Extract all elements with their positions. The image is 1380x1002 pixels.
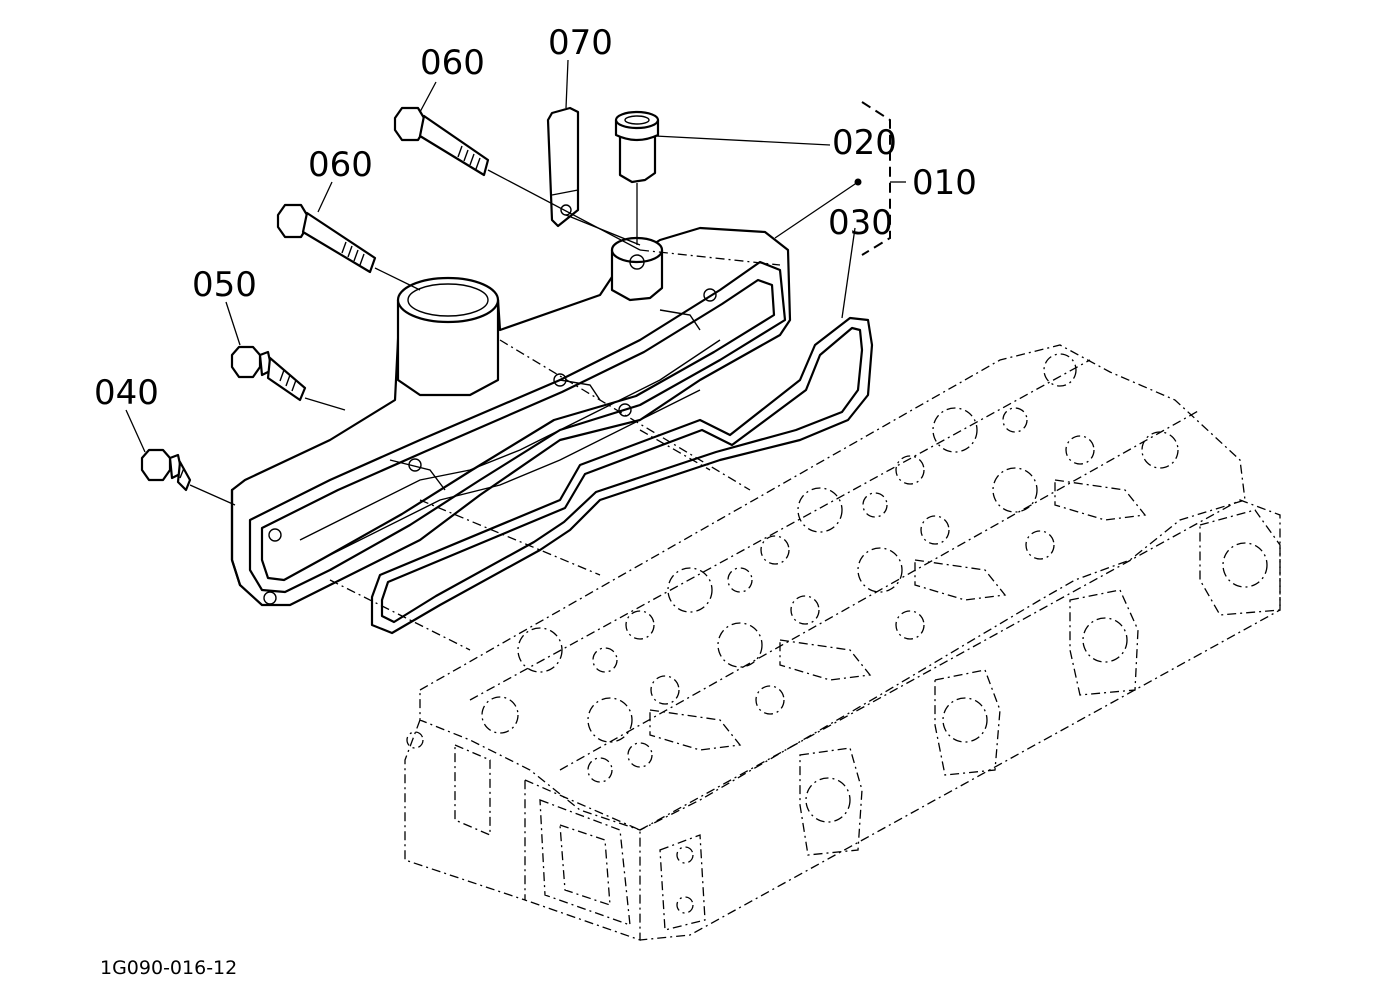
callout-040: 040	[94, 373, 159, 413]
bolt-060-lower	[276, 203, 377, 274]
callout-050: 050	[192, 265, 257, 305]
bolt-050	[230, 345, 307, 402]
assembly-bracket-010	[861, 101, 906, 256]
callout-020: 020	[832, 123, 897, 163]
callout-070: 070	[548, 23, 613, 63]
reference-code: 1G090-016-12	[100, 957, 237, 979]
callout-060-top: 060	[420, 43, 485, 83]
bolt-060-top	[393, 106, 490, 177]
valve-cover	[230, 226, 792, 607]
gasket-030	[370, 316, 874, 635]
plate-070	[546, 106, 580, 228]
assembly-lines	[189, 169, 781, 651]
breather-pipe-020	[614, 110, 660, 184]
callout-060-lower: 060	[308, 145, 373, 185]
callout-010: 010	[912, 163, 977, 203]
bolt-040	[140, 448, 192, 492]
leader-lines	[125, 59, 862, 453]
cylinder-head-outline	[404, 344, 1281, 941]
callout-030: 030	[828, 203, 893, 243]
